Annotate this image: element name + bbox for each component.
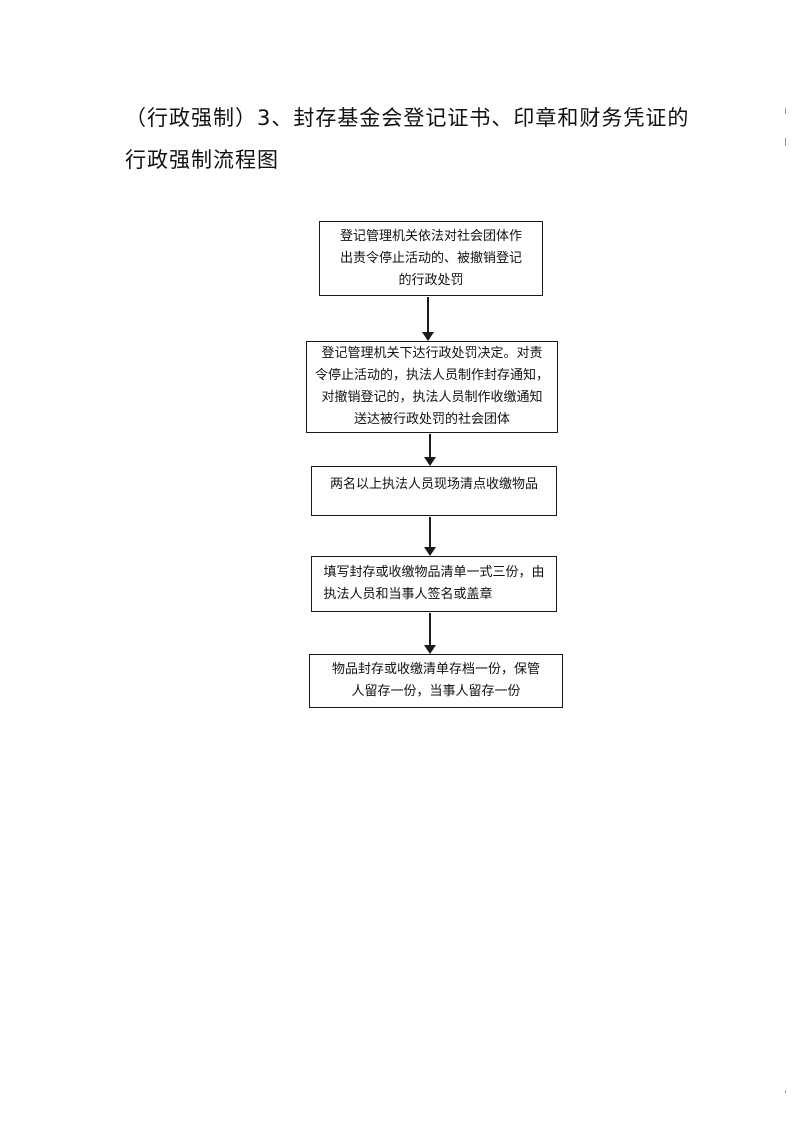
flow-arrow-1 bbox=[422, 297, 434, 341]
flow-step-1-line-2: 出责令停止活动的、被撤销登记 bbox=[339, 250, 522, 266]
flow-step-1-line-3: 的行政处罚 bbox=[398, 272, 464, 288]
scan-edge-mark bbox=[785, 108, 786, 114]
flow-arrow-3 bbox=[424, 517, 436, 556]
flow-arrow-4 bbox=[424, 613, 436, 654]
flow-step-2-line-4: 送达被行政处罚的社会团体 bbox=[353, 412, 510, 427]
flow-step-2-box: 登记管理机关下达行政处罚决定。对责 令停止活动的，执法人员制作封存通知， 对撤销… bbox=[306, 341, 558, 433]
scan-edge-mark bbox=[785, 138, 786, 146]
title-line-2: 行政强制流程图 bbox=[125, 148, 279, 172]
flow-step-2-line-3: 对撤销登记的，执法人员制作收缴通知 bbox=[321, 390, 543, 405]
flow-step-3-box: 两名以上执法人员现场清点收缴物品 bbox=[311, 466, 557, 516]
scan-edge-mark bbox=[785, 1090, 786, 1093]
flow-step-5-line-1: 物品封存或收缴清单存档一份，保管 bbox=[331, 662, 540, 677]
flow-step-3-line-1: 两名以上执法人员现场清点收缴物品 bbox=[330, 477, 539, 492]
flow-step-4-line-2: 执法人员和当事人签名或盖章 bbox=[323, 587, 493, 602]
title-line-1: （行政强制）3、封存基金会登记证书、印章和财务凭证的 bbox=[125, 106, 690, 130]
flow-step-4-line-1: 填写封存或收缴物品清单一式三份，由 bbox=[323, 565, 545, 580]
flow-step-5-box: 物品封存或收缴清单存档一份，保管 人留存一份，当事人留存一份 bbox=[309, 654, 563, 708]
flow-step-1-line-1: 登记管理机关依法对社会团体作 bbox=[339, 228, 522, 244]
flow-arrow-2 bbox=[424, 434, 436, 466]
flow-step-4-box: 填写封存或收缴物品清单一式三份，由 执法人员和当事人签名或盖章 bbox=[311, 556, 557, 612]
flow-step-5-line-2: 人留存一份，当事人留存一份 bbox=[351, 684, 521, 699]
flow-step-2-line-2: 令停止活动的，执法人员制作封存通知， bbox=[315, 368, 550, 383]
flow-step-2-line-1: 登记管理机关下达行政处罚决定。对责 bbox=[321, 346, 543, 361]
flow-step-1-box: 登记管理机关依法对社会团体作 出责令停止活动的、被撤销登记 的行政处罚 bbox=[319, 221, 543, 296]
